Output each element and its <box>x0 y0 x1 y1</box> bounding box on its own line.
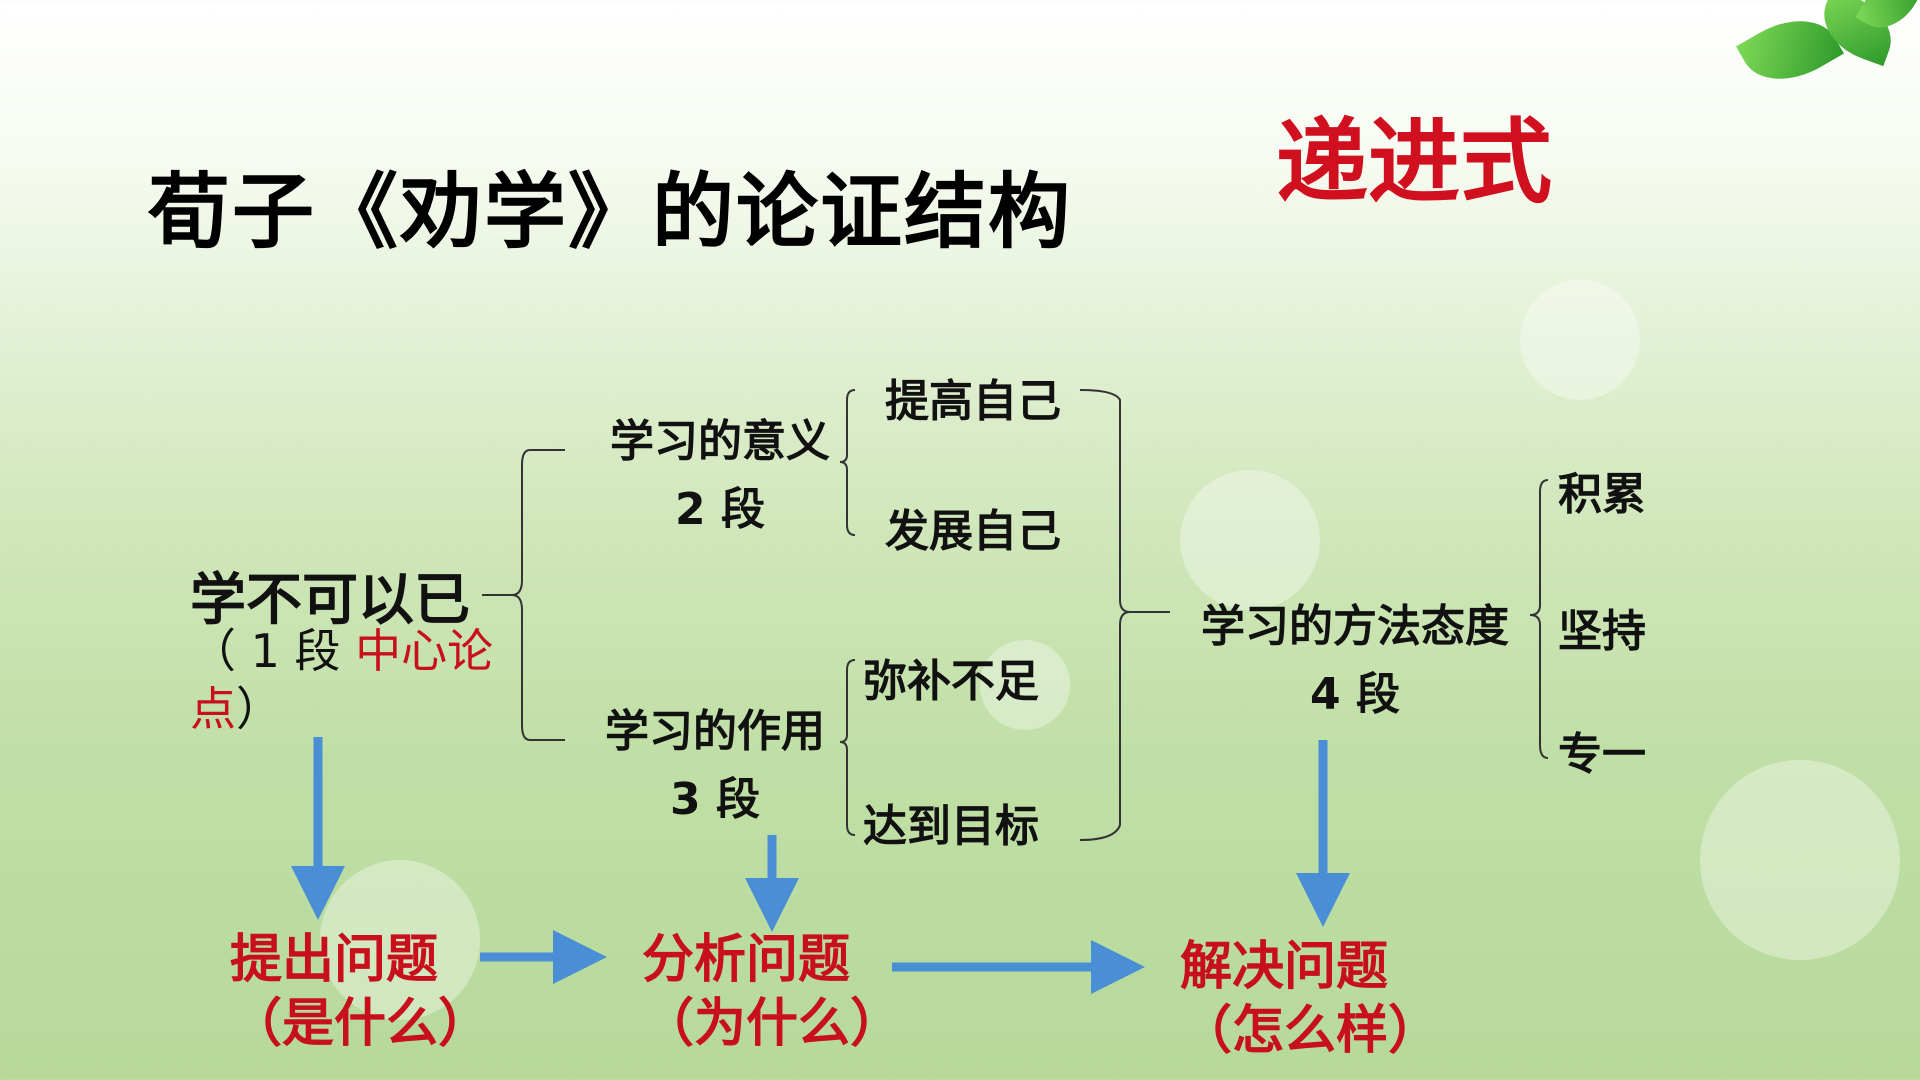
meaning-item-1: 提高自己 <box>885 376 1061 427</box>
function-item-2: 达到目标 <box>863 801 1039 852</box>
center-node-note: （ 1 段 中心论点） <box>190 622 510 738</box>
function-label: 学习的作用 <box>605 706 825 757</box>
method-item-2: 坚持 <box>1558 606 1646 657</box>
method-item-3: 专一 <box>1558 729 1646 780</box>
flow-step-analyze-sub: （为什么） <box>642 994 903 1054</box>
page-title: 荀子《劝学》的论证结构 <box>148 165 1073 260</box>
method-label: 学习的方法态度 <box>1201 601 1509 652</box>
method-paragraph: 4 段 <box>1310 669 1400 720</box>
flow-step-analyze: 分析问题 （为什么） <box>642 928 932 1056</box>
brace-function <box>839 659 856 836</box>
meaning-label: 学习的意义 <box>610 416 830 467</box>
flow-step-solve-label: 解决问题 <box>1180 937 1389 997</box>
flow-step-raise: 提出问题 （是什么） <box>230 928 491 1056</box>
bokeh-decoration <box>980 640 1070 730</box>
meaning-item-2: 发展自己 <box>885 506 1061 557</box>
center-node-paren-close: ） <box>236 682 282 736</box>
flow-step-raise-label: 提出问题 <box>230 930 439 990</box>
flow-step-solve-sub: （怎么样） <box>1180 1001 1441 1061</box>
bokeh-decoration <box>1700 760 1900 960</box>
function-item-1: 弥补不足 <box>863 656 1039 707</box>
bokeh-decoration <box>1180 470 1320 610</box>
center-node-label: 学不可以已 <box>190 568 470 633</box>
flow-step-analyze-label: 分析问题 <box>642 930 851 990</box>
bokeh-decoration <box>1520 280 1640 400</box>
function-node: 学习的作用 3 段 <box>565 695 865 827</box>
bokeh-decoration <box>320 860 480 1020</box>
structure-type-label: 递进式 <box>1276 109 1553 216</box>
brace-right <box>1079 389 1170 841</box>
flow-step-solve: 解决问题 （怎么样） <box>1180 935 1440 1063</box>
function-paragraph: 3 段 <box>670 774 760 825</box>
brace-method <box>1529 479 1549 759</box>
method-node: 学习的方法态度 4 段 <box>1175 590 1535 722</box>
center-node-highlight: 中心论点 <box>190 624 494 736</box>
brace-center <box>482 449 531 741</box>
meaning-node: 学习的意义 2 段 <box>570 405 870 537</box>
brace-meaning <box>839 389 856 536</box>
center-node-paren-open: （ 1 段 <box>190 624 356 678</box>
flow-step-raise-sub: （是什么） <box>230 994 491 1054</box>
meaning-paragraph: 2 段 <box>675 484 765 535</box>
method-item-1: 积累 <box>1558 469 1646 520</box>
center-node: 学不可以已 <box>190 555 470 636</box>
